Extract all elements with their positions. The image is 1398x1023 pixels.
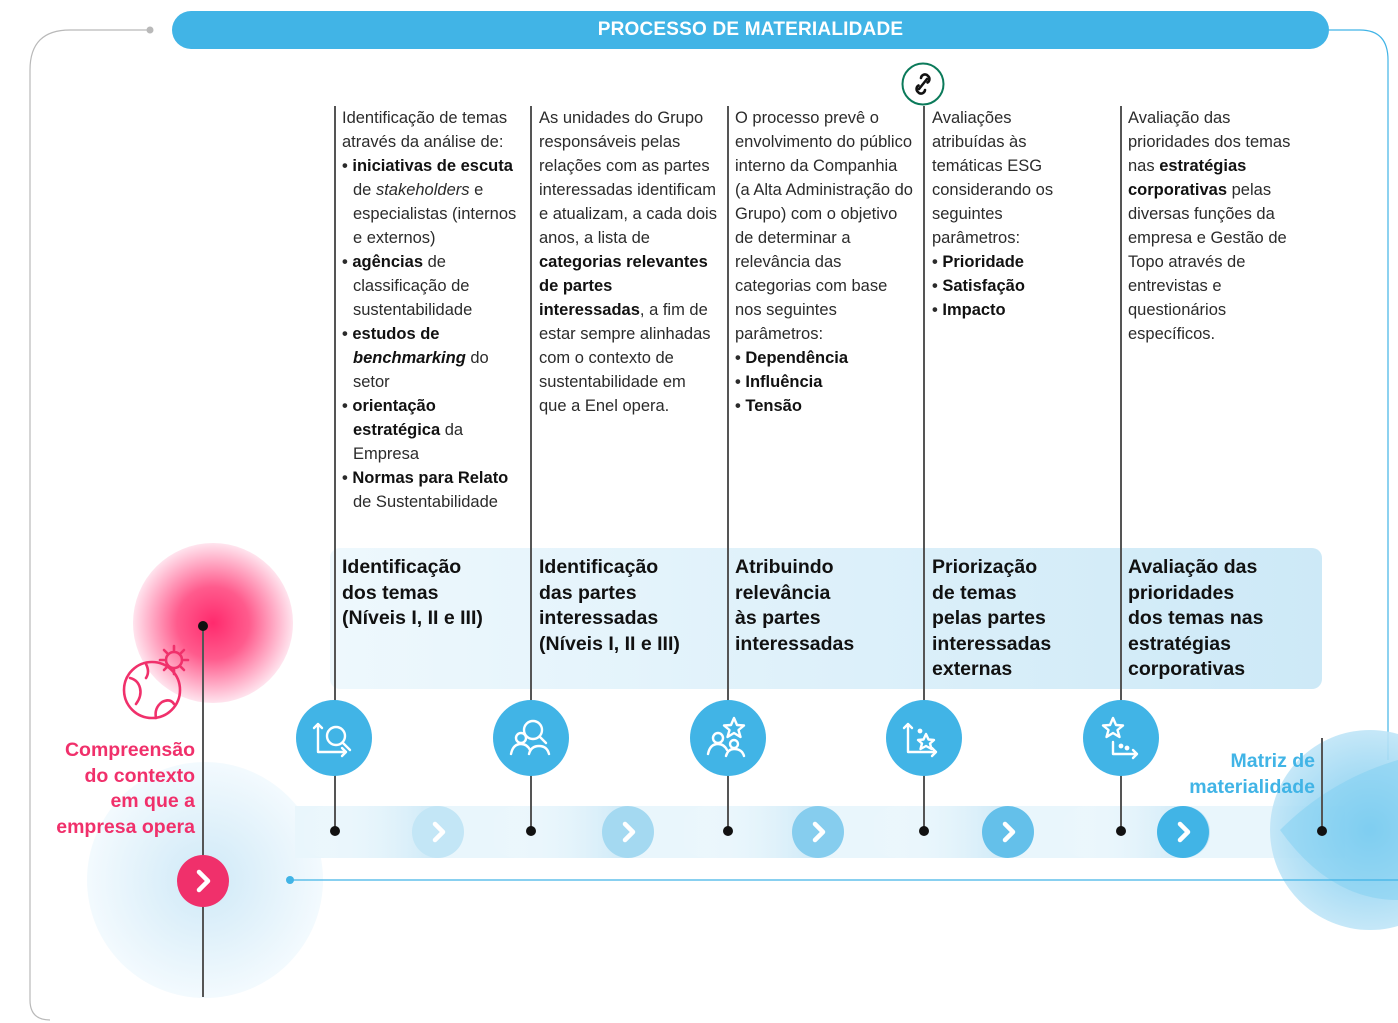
chevron-right-icon bbox=[412, 806, 464, 863]
step-1-dot bbox=[330, 826, 340, 836]
list-item: iniciativas de escuta de stakeholders e … bbox=[342, 154, 527, 250]
list-item: Satisfação bbox=[932, 274, 1082, 298]
start-dot bbox=[198, 621, 208, 631]
list-item: Tensão bbox=[735, 394, 913, 418]
magnifier-chart-icon bbox=[296, 700, 372, 776]
chevron-right-icon bbox=[602, 806, 654, 863]
link-icon bbox=[901, 62, 945, 106]
timeline-line-2 bbox=[530, 106, 532, 830]
step-4-dot bbox=[919, 826, 929, 836]
timeline-line-end bbox=[1321, 738, 1323, 830]
step-2-description: As unidades do Grupo responsáveis pelas … bbox=[539, 109, 717, 415]
list-item: Normas para Relato de Sustentabilidade bbox=[342, 466, 527, 514]
step-5-description: Avaliação das prioridades dos temas nas … bbox=[1128, 109, 1291, 343]
chevron-right-icon bbox=[982, 806, 1034, 863]
timeline-line-4 bbox=[923, 106, 925, 830]
step-3-intro: O processo prevê o envolvimento do públi… bbox=[735, 109, 913, 343]
list-item: orientação estratégica da Empresa bbox=[342, 394, 527, 466]
timeline-line-1 bbox=[334, 106, 336, 830]
list-item: estudos de benchmarking do setor bbox=[342, 322, 527, 394]
page-title: PROCESSO DE MATERIALIDADE bbox=[172, 11, 1329, 49]
step-4-description: Avaliações atribuídas às temáticas ESG c… bbox=[932, 106, 1082, 322]
step-2-dot bbox=[526, 826, 536, 836]
timeline-line-5 bbox=[1120, 106, 1122, 830]
list-item: agências de classificação de sustentabil… bbox=[342, 250, 527, 322]
step-3-description: O processo prevê o envolvimento do públi… bbox=[735, 106, 913, 418]
star-chart-icon bbox=[1083, 700, 1159, 776]
globe-gear-icon bbox=[116, 638, 196, 724]
step-5-dot bbox=[1116, 826, 1126, 836]
step-4-intro: Avaliações atribuídas às temáticas ESG c… bbox=[932, 109, 1054, 247]
step-1-intro: Identificação de temas através da anális… bbox=[342, 109, 508, 151]
chevron-right-icon bbox=[1157, 806, 1209, 863]
start-chevron-icon bbox=[177, 855, 229, 907]
end-dot bbox=[1317, 826, 1327, 836]
step-1-description: Identificação de temas através da anális… bbox=[342, 106, 527, 514]
list-item: Influência bbox=[735, 370, 913, 394]
list-item: Prioridade bbox=[932, 250, 1082, 274]
list-item: Dependência bbox=[735, 346, 913, 370]
timeline-line-3 bbox=[727, 106, 729, 830]
chevron-right-icon bbox=[792, 806, 844, 863]
people-star-icon bbox=[690, 700, 766, 776]
timeline-line-start bbox=[202, 625, 204, 997]
chart-star-icon bbox=[886, 700, 962, 776]
people-search-icon bbox=[493, 700, 569, 776]
step-3-dot bbox=[723, 826, 733, 836]
list-item: Impacto bbox=[932, 298, 1082, 322]
